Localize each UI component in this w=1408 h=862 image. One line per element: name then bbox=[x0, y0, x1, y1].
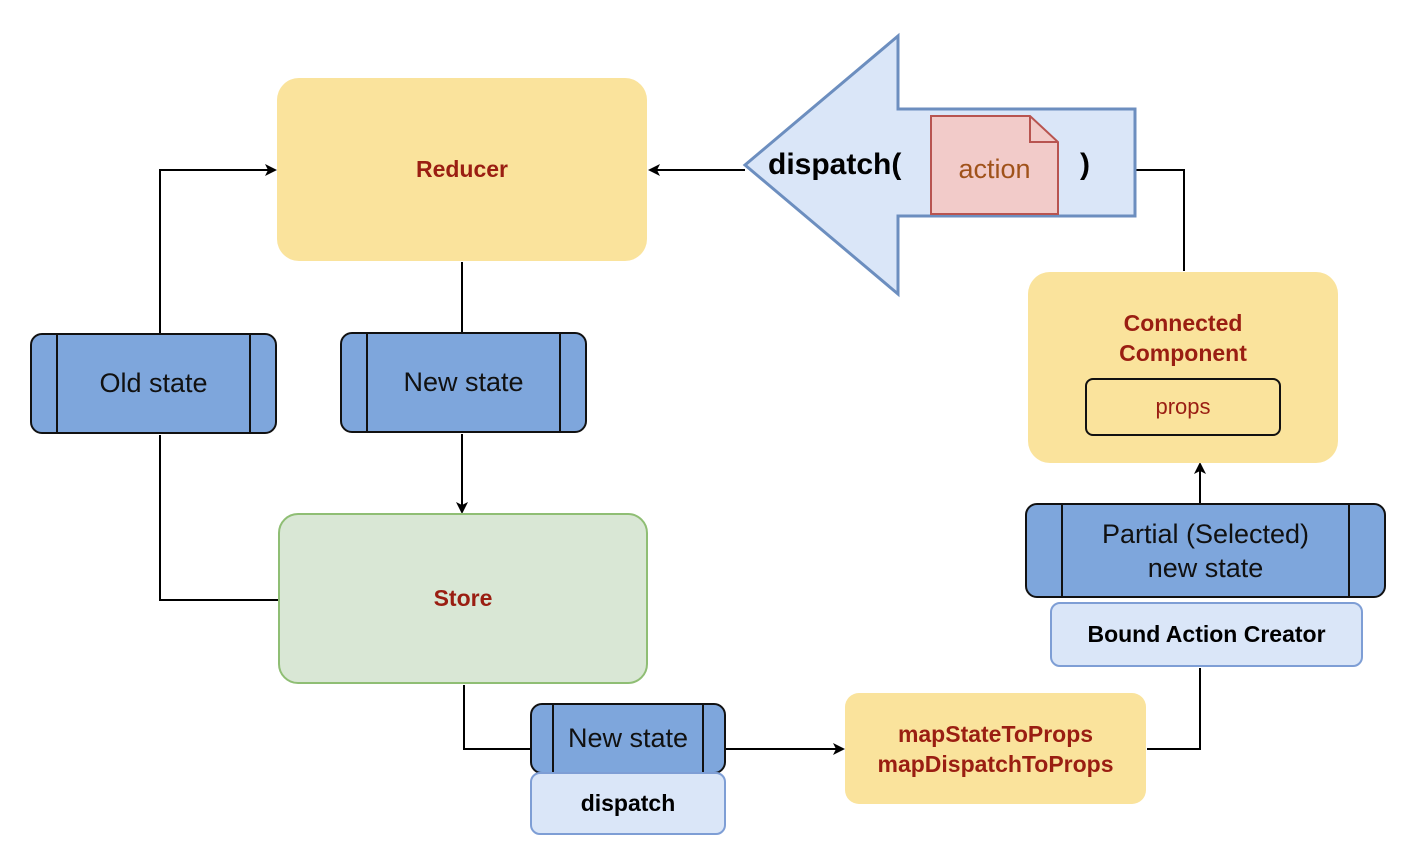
props-label: props bbox=[1155, 394, 1211, 419]
new-state-box-top: New state bbox=[340, 332, 587, 433]
connected-component-box: Connected Component props bbox=[1028, 272, 1338, 463]
connected-component-line1: Connected bbox=[1123, 310, 1243, 336]
store-to-new-state-connector bbox=[463, 685, 531, 750]
new-state-box-bottom: New state bbox=[530, 703, 726, 774]
dispatch-call-suffix: ) bbox=[1080, 148, 1090, 181]
old-state-box: Old state bbox=[30, 333, 277, 434]
reducer-box: Reducer bbox=[277, 78, 647, 261]
dispatch-box: dispatch bbox=[530, 772, 726, 835]
action-note-shape bbox=[930, 115, 1059, 215]
props-box: props bbox=[1085, 378, 1281, 436]
partial-state-line2: new state bbox=[1147, 552, 1264, 583]
old-state-to-reducer-connector bbox=[159, 164, 277, 333]
partial-state-line1: Partial (Selected) bbox=[1101, 518, 1310, 549]
partial-state-box: Partial (Selected) new state bbox=[1025, 503, 1386, 598]
new-state-top-label: New state bbox=[403, 367, 524, 397]
old-state-label: Old state bbox=[99, 368, 208, 398]
action-note-fold bbox=[1029, 116, 1058, 143]
mappers-box: mapStateToProps mapDispatchToProps bbox=[845, 693, 1146, 804]
store-label: Store bbox=[433, 585, 493, 611]
store-to-old-state-connector bbox=[159, 435, 278, 601]
bound-action-creator-label: Bound Action Creator bbox=[1087, 621, 1326, 647]
reducer-label: Reducer bbox=[415, 156, 509, 182]
connected-component-line2: Component bbox=[1119, 340, 1247, 366]
store-box: Store bbox=[278, 513, 648, 684]
dispatch-box-label: dispatch bbox=[580, 790, 676, 816]
action-label: action bbox=[958, 154, 1031, 184]
dispatch-call-prefix: dispatch( bbox=[768, 148, 902, 181]
map-dispatch-to-props-label: mapDispatchToProps bbox=[877, 750, 1114, 777]
component-to-dispatch-connector bbox=[1136, 169, 1185, 271]
map-state-to-props-label: mapStateToProps bbox=[897, 720, 1094, 747]
mappers-to-bound-action-connector bbox=[1147, 668, 1201, 750]
bound-action-creator-box: Bound Action Creator bbox=[1050, 602, 1363, 667]
new-state-bottom-label: New state bbox=[567, 723, 689, 753]
